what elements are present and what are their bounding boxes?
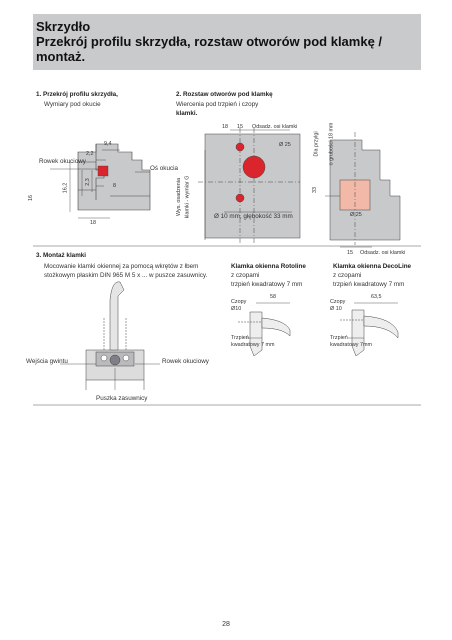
dim-33: 33 [312,187,318,193]
mounting-drawing [60,281,160,390]
profile-section-drawing-2 [325,132,401,248]
rotoline-line1: z czopami [231,272,260,279]
rotoline-pins-d: Ø10 [231,306,242,312]
decoline-spindle-1: Trzpień [330,335,348,341]
page-number: 28 [222,621,230,628]
rotoline-line2: trzpień kwadratowy 7 mm [231,281,303,288]
label-threads: Wejścia gwintu [26,358,68,365]
section1-title: 1. Przekrój profilu skrzydła, [36,91,118,98]
rotoline-pins: Czopy [231,299,247,305]
decoline-line1: z czopami [333,272,362,279]
label-groove-3: Rowek okuciowy [162,358,209,365]
header-title-line1: Skrzydło [36,19,91,34]
dim-2-3: 2,3 [84,178,91,186]
header-title-line2: Przekrój profilu skrzydła, rozstaw otwor… [36,34,383,49]
page-header: Skrzydło Przekrój profilu skrzydła, rozs… [33,14,421,70]
height-label-line1: Wys. osadzenia [176,177,183,217]
decoline-dim: 63,5 [371,294,382,300]
section2-subtitle-line2: klamki. [176,110,198,117]
label-axis: Oś okucia [150,165,178,172]
dim-2-2: 2,2 [86,151,94,157]
dim-15-right: 15 [347,250,353,256]
dim-18-top: 18 [222,124,228,130]
section3-title: 3. Montaż klamki [36,252,87,259]
dim-15-top: 15 [237,124,243,130]
decoline-line2: trzpień kwadratowy 7 mm [333,281,405,288]
height-label-line2: klamki - wymiar G [184,175,191,219]
rotoline-spindle-1: Trzpień [231,335,249,341]
glass-note-line2: o grubości 18 mm [328,122,335,166]
drilling-layout-drawing [198,128,301,245]
decoline-spindle-2: kwadratowy 7mm [330,342,372,348]
label-box: Puszka zasuwnicy [96,395,148,402]
dim-phi25-right: Ø 25 [350,212,362,218]
dim-18: 18 [90,220,96,226]
section2-subtitle-line1: Wiercenia pod trzpień i czopy [176,101,259,108]
decoline-pins: Czopy [330,299,346,305]
rotoline-title: Klamka okienna Rotoline [231,263,306,270]
dim-16: 16 [28,195,34,201]
dim-phi25-top: Ø 25 [279,142,291,148]
decoline-handle-drawing [340,302,399,357]
offset-label-right: Odsadz. osi klamki [360,250,406,256]
rotoline-handle-drawing [238,302,291,357]
dim-16-2: 16,2 [62,182,69,194]
section1-subtitle: Wymiary pod okucie [44,101,101,108]
decoline-pins-d: Ø 10 [330,306,342,312]
section2-title: 2. Rozstaw otworów pod klamkę [176,91,273,98]
glass-note-line1: Dla przylgi [313,131,320,157]
groove-highlight [97,165,109,177]
rotoline-spindle-2: kwadratowy 7 mm [231,342,275,348]
header-title-line3: montaż. [36,49,86,64]
section3-desc-line2: stożkowym płaskim DIN 965 M 5 x ... w pu… [44,272,208,279]
drill-note: Ø 10 mm, głębokość 33 mm [214,213,293,220]
rotoline-dim: 58 [270,294,276,300]
offset-label-top: Odsadz. osi klamki [252,124,298,130]
dim-8: 8 [113,183,116,189]
dim-9-4: 9,4 [104,141,112,147]
decoline-title: Klamka okienna DecoLine [333,263,412,270]
profile-dimension-lines [50,149,150,219]
label-groove: Rowek okuciowy [39,158,86,165]
section3-desc-line1: Mocowanie klamki okiennej za pomocą wkrę… [44,263,199,270]
